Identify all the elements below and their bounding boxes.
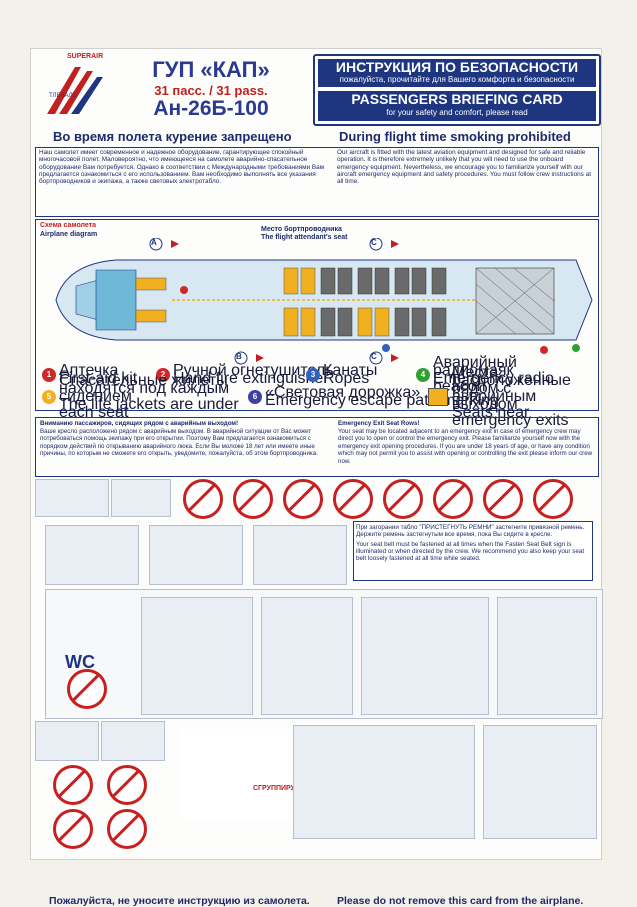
legend-en: Ropes — [323, 370, 370, 387]
legend-en: Seats near emergency exits — [452, 404, 569, 429]
airline-name: ГУП «КАП» — [152, 57, 270, 82]
diagram-label-en: Airplane diagram — [40, 231, 98, 238]
fa-seat-label-ru: Место бортпроводника — [261, 226, 342, 233]
brace-position-picture — [293, 725, 475, 839]
seat-rows-top — [283, 267, 447, 295]
legend-ru: Аптечка — [59, 362, 119, 379]
seatbelt-ru: При загорании табло "ПРИСТЕГНУТЬ РЕМНИ" … — [356, 524, 585, 539]
escape-path-icon: 6 — [248, 390, 262, 404]
smoke-detector-picture — [141, 597, 253, 715]
seatbelt-release-picture — [253, 525, 347, 585]
exit-seat-icon — [428, 388, 448, 406]
water-landing-picture — [35, 721, 99, 761]
no-smoking-icon — [533, 479, 573, 519]
safety-card: SUPERAIR ТЛЕЧАЛЬ ГУП «КАП» 31 пасс. / 31… — [30, 48, 603, 907]
no-tie-icon — [107, 809, 147, 849]
diagram-label-ru: Схема самолета — [40, 222, 97, 229]
warning-ru: Вниманию пассажиров, сидящих рядом с ава… — [40, 420, 330, 458]
rope-icon: 3 — [306, 368, 320, 382]
seat-back-upright-picture — [361, 597, 489, 715]
no-baggage-icon — [183, 479, 223, 519]
intro-box — [35, 147, 599, 217]
fire-extinguisher-icon: 2 — [156, 368, 170, 382]
en-subtitle: for your safety and comfort, please read — [386, 108, 528, 117]
footer-ru: Пожалуйста, не уносите инструкцию из сам… — [49, 895, 310, 907]
legend-ru: Ручной огнетушитель — [173, 362, 334, 379]
airplane-takeoff-picture — [35, 479, 109, 517]
logo-subtext: ТЛЕЧАЛЬ — [49, 93, 77, 99]
airplane-landing-picture — [111, 479, 171, 517]
legend-ru: Канаты — [323, 362, 378, 379]
legend-en: The life jackets are under each seat — [59, 396, 239, 421]
airline-logo — [47, 67, 103, 114]
seatbelt-tighten-picture — [149, 525, 243, 585]
aircraft-model: Ан-26Б-100 — [153, 97, 269, 120]
legend-en: Hand fire extinguisher — [173, 370, 329, 387]
no-mobile-icon — [433, 479, 473, 519]
life-jacket-icon: 5 — [42, 390, 56, 404]
intro-ru: Наш самолет имеет современное и надежное… — [39, 149, 325, 186]
legend-ru: Спасательные жилеты находятся под каждым… — [59, 372, 230, 405]
warning-en-text: Your seat may be located adjacent to an … — [338, 427, 593, 465]
no-high-heels-icon — [53, 809, 93, 849]
brace-megaphone-picture — [181, 729, 291, 819]
no-cd-player-icon — [233, 479, 273, 519]
intro-en: Our aircraft is fitted with the latest a… — [337, 149, 591, 186]
no-phone-icon — [283, 479, 323, 519]
overhead-bin-picture — [261, 597, 353, 715]
legend-life-jackets: 5 Спасательные жилеты находятся под кажд… — [42, 373, 242, 421]
seatbelt-en: Your seat belt must be fastened at all t… — [356, 540, 585, 563]
wc-label: WC — [65, 652, 95, 672]
no-smoking-en: During flight time smoking prohibited — [339, 129, 571, 144]
en-title: PASSENGERS BRIEFING CARD — [351, 91, 563, 107]
exit-row-warning: Вниманию пассажиров, сидящих рядом с ава… — [35, 417, 599, 477]
legend-ru: Места, расположенные рядом с аварийным в… — [452, 364, 571, 413]
legend-exit-seats: Места, расположенные рядом с аварийным в… — [428, 365, 596, 429]
no-radio-icon — [383, 479, 423, 519]
warning-en: Emergency Exit Seat Rows! Your seat may … — [338, 420, 596, 466]
logo-text: SUPERAIR — [67, 53, 104, 60]
no-shaver-icon — [483, 479, 523, 519]
warning-ru-title: Вниманию пассажиров, сидящих рядом с ава… — [40, 420, 239, 427]
legend-en: First-aid kit — [59, 370, 138, 387]
fuselage-plan — [55, 238, 593, 365]
exit-c-bottom-label: C — [371, 352, 377, 361]
legend-ru: «Световая дорожка» — [265, 384, 421, 401]
exit-a-label: A — [151, 238, 157, 247]
seat-rows-bottom — [283, 307, 447, 337]
briefing-title-box: ИНСТРУКЦИЯ ПО БЕЗОПАСНОСТИ пожалуйста, п… — [313, 54, 601, 126]
tray-table-picture — [497, 597, 597, 715]
exit-c-top-label: C — [371, 238, 377, 247]
no-smoking-lavatory-icon — [67, 669, 107, 709]
seatbelt-instructions: При загорании табло "ПРИСТЕГНУТЬ РЕМНИ" … — [353, 521, 593, 581]
no-laptop-icon — [333, 479, 373, 519]
passenger-count: 31 пасс. / 31 pass. — [154, 83, 268, 98]
exit-b-label: B — [236, 352, 242, 361]
legend-ru: Аварийный радиомаяк — [433, 354, 517, 379]
no-glasses-icon — [107, 765, 147, 805]
fa-seat-label-en: The flight attendant's seat — [261, 234, 348, 241]
footer-en: Please do not remove this card from the … — [337, 895, 584, 907]
child-brace-picture — [483, 725, 597, 839]
ru-subtitle: пожалуйста, прочитайте для Вашего комфор… — [339, 75, 575, 84]
ru-title: ИНСТРУКЦИЯ ПО БЕЗОПАСНОСТИ — [335, 59, 579, 75]
no-smoking-ru: Во время полета курение запрещено — [53, 129, 292, 144]
ground-landing-picture — [101, 721, 165, 761]
warning-en-title: Emergency Exit Seat Rows! — [338, 420, 420, 427]
radio-beacon-icon: 4 — [416, 368, 430, 382]
no-pen-icon — [53, 765, 93, 805]
first-aid-icon: 1 — [42, 368, 56, 382]
card-header: SUPERAIR ТЛЕЧАЛЬ ГУП «КАП» 31 пасс. / 31… — [31, 49, 601, 127]
airplane-diagram: Схема самолета Airplane diagram Место бо… — [35, 219, 599, 429]
seatbelt-fasten-picture — [45, 525, 139, 585]
warning-ru-text: Ваше кресло расположено рядом с аварийны… — [40, 427, 318, 458]
